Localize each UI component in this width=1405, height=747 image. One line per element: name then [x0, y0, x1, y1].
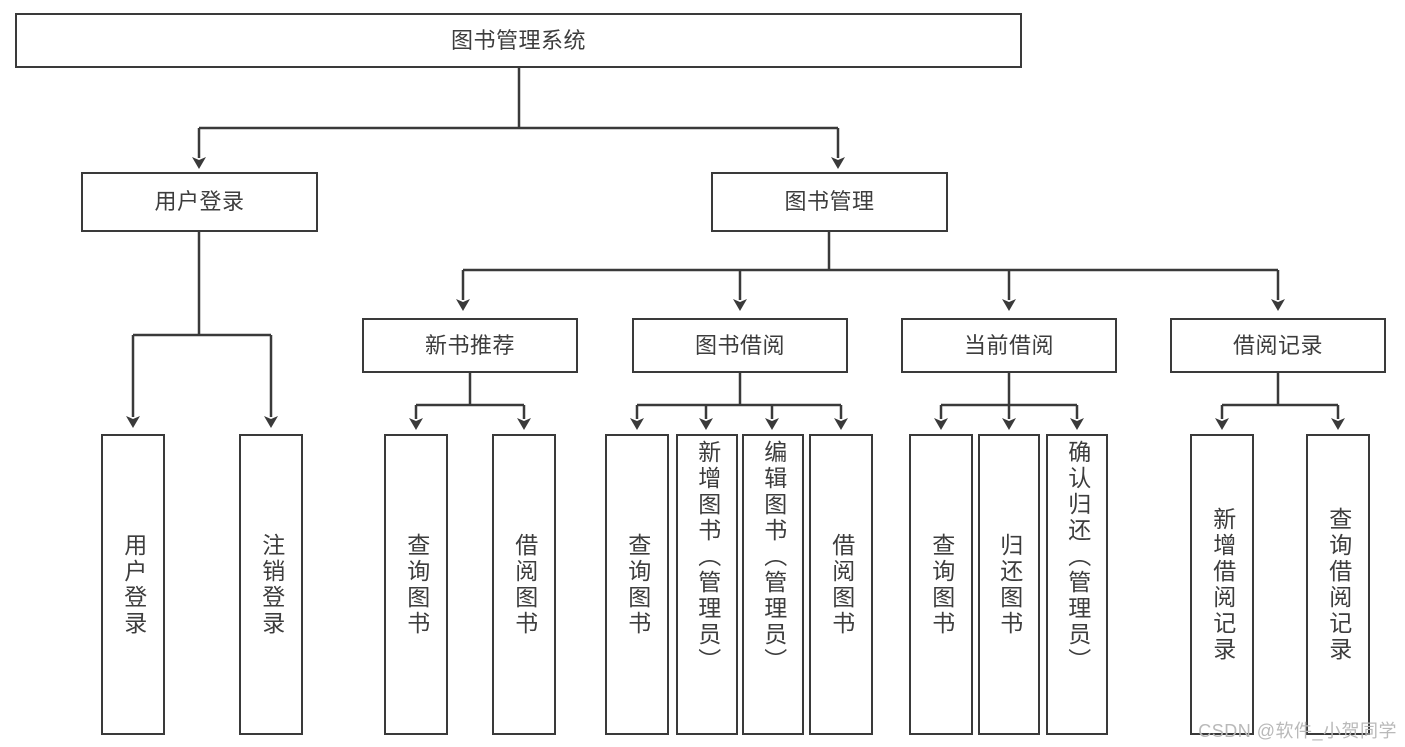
node-label: 借阅图书 — [511, 532, 538, 637]
leaf-query-borrow-record[interactable]: 查询借阅记录 — [1306, 434, 1370, 735]
node-label: 编辑图书（管理员） — [760, 440, 787, 674]
node-current-borrow[interactable]: 当前借阅 — [901, 318, 1117, 373]
node-new-book-recommend[interactable]: 新书推荐 — [362, 318, 578, 373]
node-label: 新增图书（管理员） — [694, 440, 721, 674]
leaf-query-book-borrow[interactable]: 查询图书 — [605, 434, 669, 735]
node-label: 图书管理系统 — [450, 27, 586, 53]
node-label: 当前借阅 — [963, 332, 1054, 358]
node-label: 查询借阅记录 — [1325, 506, 1352, 663]
node-label: 用户登录 — [154, 189, 245, 215]
leaf-borrow-book[interactable]: 借阅图书 — [809, 434, 873, 735]
leaf-edit-book-admin[interactable]: 编辑图书（管理员） — [742, 434, 804, 735]
node-root-book-management-system[interactable]: 图书管理系统 — [15, 13, 1022, 68]
leaf-confirm-return-admin[interactable]: 确认归还（管理员） — [1046, 434, 1108, 735]
leaf-return-book[interactable]: 归还图书 — [978, 434, 1040, 735]
leaf-add-book-admin[interactable]: 新增图书（管理员） — [676, 434, 738, 735]
node-label: 查询图书 — [403, 532, 430, 637]
node-user-login[interactable]: 用户登录 — [81, 172, 318, 232]
node-label: 查询图书 — [928, 532, 955, 637]
node-label: 新增借阅记录 — [1209, 506, 1236, 663]
leaf-borrow-book-recommend[interactable]: 借阅图书 — [492, 434, 556, 735]
leaf-add-borrow-record[interactable]: 新增借阅记录 — [1190, 434, 1254, 735]
node-book-borrow[interactable]: 图书借阅 — [632, 318, 848, 373]
node-label: 图书借阅 — [694, 332, 785, 358]
leaf-query-book-current[interactable]: 查询图书 — [909, 434, 973, 735]
node-borrow-record[interactable]: 借阅记录 — [1170, 318, 1386, 373]
leaf-logout[interactable]: 注销登录 — [239, 434, 303, 735]
node-label: 注销登录 — [258, 532, 285, 637]
node-book-management[interactable]: 图书管理 — [711, 172, 948, 232]
node-label: 确认归还（管理员） — [1064, 440, 1091, 674]
node-label: 查询图书 — [624, 532, 651, 637]
leaf-user-login[interactable]: 用户登录 — [101, 434, 165, 735]
node-label: 用户登录 — [120, 532, 147, 637]
leaf-query-book-recommend[interactable]: 查询图书 — [384, 434, 448, 735]
node-label: 新书推荐 — [424, 332, 515, 358]
node-label: 借阅记录 — [1232, 332, 1323, 358]
node-label: 借阅图书 — [828, 532, 855, 637]
node-label: 图书管理 — [784, 189, 875, 215]
node-label: 归还图书 — [996, 532, 1023, 637]
watermark-text: CSDN @软件_小贺同学 — [1198, 721, 1397, 741]
